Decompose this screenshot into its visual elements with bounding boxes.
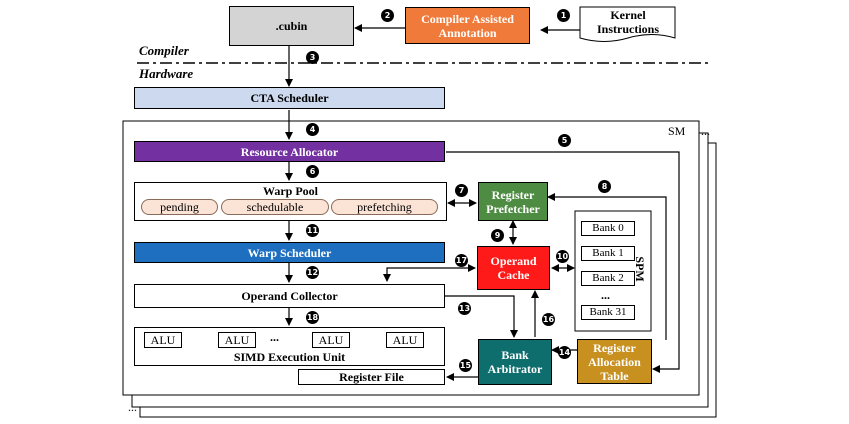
kernel-instructions-box: Kernel Instructions	[582, 7, 674, 37]
step-marker-11: 11	[306, 224, 319, 237]
register-allocation-table-label: Register Allocation Table	[588, 340, 641, 383]
step-marker-9: 9	[491, 229, 504, 242]
cta-scheduler-box: CTA Scheduler	[134, 87, 445, 109]
cubin-box: .cubin	[229, 6, 354, 46]
kernel-instructions-shape	[579, 6, 676, 42]
step-marker-4: 4	[306, 123, 319, 136]
arrow-8	[547, 193, 667, 340]
operand-cache-box: Operand Cache	[477, 246, 550, 290]
operand-collector-box: Operand Collector	[134, 284, 445, 308]
operand-cache-label: Operand Cache	[490, 254, 537, 282]
spm-bank-ellipsis: ...	[601, 288, 610, 302]
cubin-label: .cubin	[275, 19, 308, 33]
sm-label: SM	[668, 124, 686, 138]
sm-stack-ellipsis: ...	[701, 124, 710, 138]
sm-stack-ellipsis-bottom: ...	[128, 400, 137, 414]
spm-bank-2: Bank 2	[581, 271, 635, 286]
alu-4: ALU	[386, 332, 424, 348]
resource-allocator-box: Resource Allocator	[134, 141, 445, 162]
step-marker-10: 10	[556, 250, 569, 263]
operand-collector-label: Operand Collector	[241, 289, 338, 303]
arrow-5	[446, 151, 680, 373]
register-file-label: Register File	[339, 370, 404, 384]
resource-allocator-label: Resource Allocator	[240, 144, 339, 159]
compiler-annotation-box: Compiler Assisted Annotation	[405, 7, 530, 44]
alu-1: ALU	[144, 332, 182, 348]
spm-bank-1: Bank 1	[581, 246, 635, 261]
alu-ellipsis: ...	[270, 330, 279, 344]
warp-state-schedulable: schedulable	[221, 199, 329, 215]
bank-arbitrator-box: Bank Arbitrator	[478, 339, 552, 385]
hardware-region-label: Hardware	[139, 66, 194, 81]
warp-pool-label: Warp Pool	[262, 184, 318, 198]
step-marker-1: 1	[557, 9, 570, 22]
step-marker-16: 16	[542, 313, 555, 326]
compiler-region-label: Compiler	[139, 43, 189, 58]
step-marker-6: 6	[306, 165, 319, 178]
step-marker-13: 13	[458, 302, 471, 315]
warp-state-prefetching: prefetching	[331, 199, 438, 215]
step-marker-12: 12	[306, 266, 319, 279]
register-prefetcher-label: Register Prefetcher	[486, 187, 540, 216]
step-marker-7: 7	[455, 184, 468, 197]
compiler-annotation-label: Compiler Assisted Annotation	[421, 11, 514, 40]
step-marker-8: 8	[598, 180, 611, 193]
alu-3: ALU	[312, 332, 350, 348]
spm-label: SPM	[633, 256, 647, 282]
warp-scheduler-box: Warp Scheduler	[134, 242, 445, 263]
alu-2: ALU	[218, 332, 256, 348]
warp-state-pending: pending	[141, 199, 218, 215]
step-marker-14: 14	[558, 346, 571, 359]
step-marker-3: 3	[306, 51, 319, 64]
kernel-instructions-label: Kernel Instructions	[596, 8, 659, 36]
arrow-17	[383, 264, 476, 282]
spm-bank-0: Bank 0	[581, 221, 635, 236]
cta-scheduler-label: CTA Scheduler	[250, 91, 329, 105]
warp-scheduler-label: Warp Scheduler	[247, 245, 332, 260]
simd-execution-unit-label: SIMD Execution Unit	[233, 350, 346, 364]
step-marker-18: 18	[306, 311, 319, 324]
spm-bank-31: Bank 31	[581, 305, 635, 320]
step-marker-2: 2	[381, 9, 394, 22]
register-prefetcher-box: Register Prefetcher	[478, 182, 548, 221]
register-file-box: Register File	[298, 369, 445, 385]
arrow-13	[445, 295, 518, 338]
register-allocation-table-box: Register Allocation Table	[577, 339, 652, 384]
step-marker-5: 5	[558, 134, 571, 147]
step-marker-15: 15	[459, 359, 472, 372]
bank-arbitrator-label: Bank Arbitrator	[487, 348, 543, 376]
step-marker-17: 17	[455, 254, 468, 267]
